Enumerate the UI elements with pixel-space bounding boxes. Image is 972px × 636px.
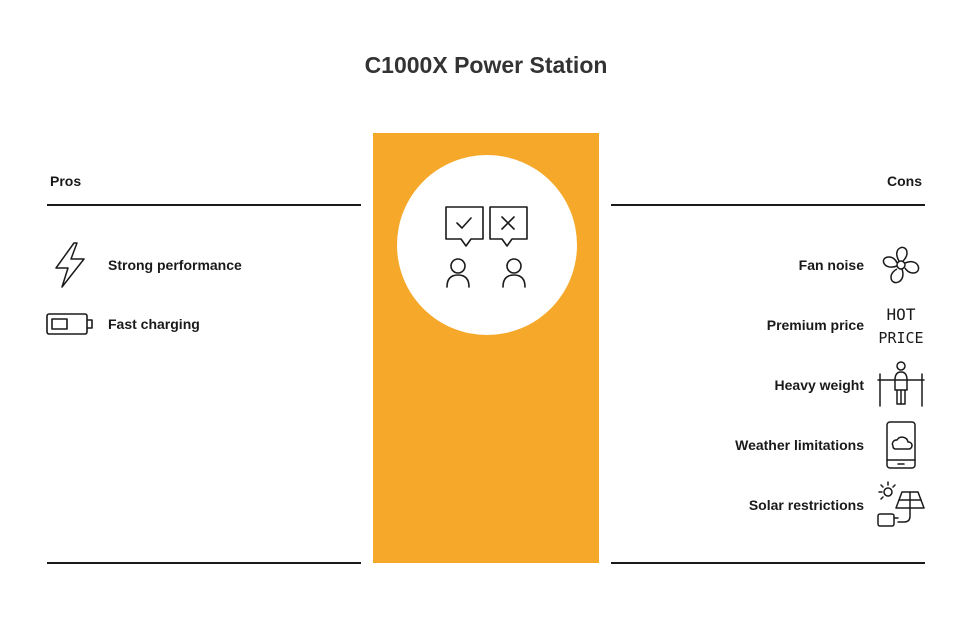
pros-heading: Pros (50, 173, 82, 189)
page-title: C1000X Power Station (364, 52, 608, 78)
cons-item-fan-noise: Fan noise (799, 240, 926, 290)
cons-item-label: Fan noise (798, 257, 864, 273)
cons-item-label: Weather limitations (735, 437, 864, 453)
battery-icon (46, 300, 94, 348)
fan-icon (876, 240, 926, 290)
cons-item-weather-limitations: Weather limitations (735, 420, 926, 470)
cons-item-heavy-weight: Heavy weight (775, 360, 926, 410)
pros-item-label: Fast charging (108, 316, 200, 332)
pros-bottom-divider (47, 562, 361, 564)
cons-item-label: Solar restrictions (748, 497, 864, 513)
cons-top-divider (611, 204, 925, 206)
solar-panel-icon (876, 480, 926, 530)
pros-top-divider (47, 204, 361, 206)
weightlifter-icon (876, 360, 926, 410)
phone-cloud-icon (876, 420, 926, 470)
pros-item-strong-performance: Strong performance (46, 241, 242, 289)
cons-item-premium-price: Premium price HOT PRICE (767, 300, 926, 350)
cons-item-label: Premium price (766, 317, 864, 333)
lightning-icon (46, 241, 94, 289)
cons-bottom-divider (611, 562, 925, 564)
price-text: PRICE (878, 329, 923, 347)
pros-item-label: Strong performance (108, 257, 242, 273)
pros-cons-people-icon (445, 206, 528, 288)
cons-heading: Cons (887, 173, 922, 189)
hot-text: HOT (887, 305, 916, 324)
pros-item-fast-charging: Fast charging (46, 300, 200, 348)
center-circle (397, 155, 577, 335)
hot-price-icon: HOT PRICE (876, 300, 926, 350)
cons-item-solar-restrictions: Solar restrictions (749, 480, 926, 530)
cons-item-label: Heavy weight (774, 377, 864, 393)
